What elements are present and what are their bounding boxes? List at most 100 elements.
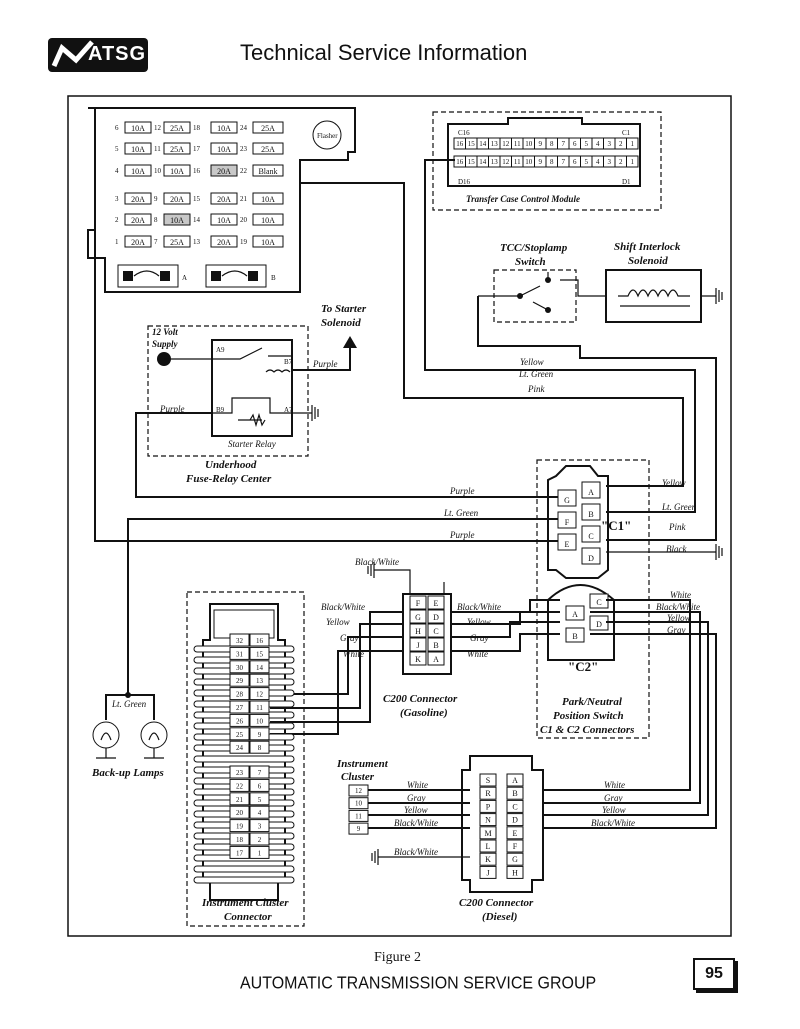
fuse-row-num: 2 <box>115 216 119 224</box>
ic-pin-29: 29 <box>236 677 244 685</box>
diesel-pin-C: C <box>512 802 517 811</box>
ic-pin-24-box <box>229 740 250 754</box>
gas-pin-K: K <box>415 655 421 664</box>
ic-pin-14-box <box>249 660 270 674</box>
fuse-num: 14 <box>193 216 201 224</box>
fuse-num: 21 <box>240 195 248 203</box>
diesel-pin-A: A <box>512 776 518 785</box>
c1-pin-E-box <box>557 533 577 551</box>
c1-label: "C1" <box>601 518 631 533</box>
fuse-rating: 10A <box>170 167 184 176</box>
fuse-cell <box>252 213 284 226</box>
tccm-pin: 9 <box>539 140 543 148</box>
tccm-d16: D16 <box>458 178 471 186</box>
tccm-pin: 7 <box>562 158 566 166</box>
fuse-cell <box>210 164 238 177</box>
diesel-pin-P-box <box>479 799 497 813</box>
ic-pin-18: 18 <box>236 836 244 844</box>
diesel-pin-A-box <box>506 773 524 787</box>
tccm-pin: 5 <box>585 140 589 148</box>
ic-pin-23-box <box>229 765 250 779</box>
tccm-pin: 13 <box>491 140 499 148</box>
page-title: Technical Service Information <box>240 40 528 65</box>
ic-pin-25-box <box>229 727 250 741</box>
wire-bw-gas-ground: Black/White <box>355 557 399 567</box>
wire-purple-c1: Purple <box>449 486 475 496</box>
ic-pin-8: 8 <box>258 744 262 752</box>
c1-ground-icon <box>606 544 723 560</box>
wire-bw-diesel-right: Black/White <box>591 818 635 828</box>
diesel-pin-B: B <box>512 789 517 798</box>
gas-pin-F-box <box>409 595 427 610</box>
ic-pin-2-box <box>249 832 270 846</box>
tccm-pin: 10 <box>525 140 533 148</box>
fuse-center-label-1: Underhood <box>205 459 257 471</box>
fuse-num: 16 <box>193 167 201 175</box>
ic-pin-27: 27 <box>236 704 244 712</box>
starter-relay-label: Starter Relay <box>228 439 276 449</box>
ic-pin-4-box <box>249 805 270 819</box>
wire-white-gas-right: White <box>467 649 488 659</box>
tccm-pin: 15 <box>468 158 476 166</box>
ic-pin-3-box <box>249 819 270 833</box>
gas-pin-H-box <box>409 623 427 638</box>
tccm-pin: 6 <box>573 158 577 166</box>
diagram-frame <box>67 95 732 937</box>
pin-b7: B7 <box>284 358 293 366</box>
fuse-cell <box>252 121 284 134</box>
tccm-connector <box>447 117 641 187</box>
starter-relay <box>211 339 293 437</box>
diesel-pin-N: N <box>485 816 491 825</box>
wire-bw-diesel-ground: Black/White <box>394 847 438 857</box>
fuse-cell <box>210 121 238 134</box>
ic-pin-32-box <box>229 633 250 647</box>
wire-white-ic: White <box>407 780 428 790</box>
ic-pin-19: 19 <box>236 823 244 831</box>
tccm-pin-box <box>626 137 639 150</box>
wire-purple-relay: Purple <box>159 404 185 414</box>
tccm-pin: 4 <box>596 140 600 148</box>
wire-purple-c1-2: Purple <box>449 530 475 540</box>
tccm-pin: 14 <box>479 140 487 148</box>
c1-pin-D: D <box>588 554 594 563</box>
c1-pin-G: G <box>564 496 570 505</box>
c1-pin-B-box <box>581 503 601 521</box>
diesel-pin-F: F <box>513 842 518 851</box>
fuse-cell <box>124 121 152 134</box>
tccm-pin: 14 <box>479 158 487 166</box>
wire-purple-starter: Purple <box>312 359 338 369</box>
wire-gray-gas-right: Gray <box>470 633 489 643</box>
c2-pin-B-box <box>565 627 585 643</box>
ic-pin-19-box <box>229 819 250 833</box>
relay-b-label: B <box>271 274 276 282</box>
diesel-pin-G-box <box>506 852 524 866</box>
fuse-num: 7 <box>154 238 158 246</box>
c1-pin-G-box <box>557 489 577 507</box>
fuse-rating: 20A <box>170 195 184 204</box>
gas-pin-A-box <box>427 651 445 666</box>
backup-lamp-left-icon <box>92 721 120 749</box>
tccm-pin: 3 <box>608 140 612 148</box>
gas-pin-A: A <box>433 655 439 664</box>
fuse-cell <box>124 142 152 155</box>
fuse-rating: 10A <box>131 145 145 154</box>
fuse-rating: Blank <box>258 167 277 176</box>
fuse-cell <box>163 142 191 155</box>
tccm-pin: 1 <box>631 158 635 166</box>
fuse-num: 8 <box>154 216 158 224</box>
supply-label-2: Supply <box>152 339 179 349</box>
ic-pin-8-box <box>249 740 270 754</box>
tccm-pin: 4 <box>596 158 600 166</box>
ic-pin-13: 13 <box>256 677 264 685</box>
ic-pin-24: 24 <box>236 744 244 752</box>
ic-pin-1: 1 <box>258 849 262 857</box>
diesel-pin-H-box <box>506 865 524 879</box>
fuse-block <box>87 107 356 293</box>
fuse-cell <box>163 121 191 134</box>
fuse-center-label-2: Fuse-Relay Center <box>185 473 272 485</box>
ic-pin-13-box <box>249 673 270 687</box>
interlock-ground-icon <box>701 288 723 304</box>
fuse-row-num: 5 <box>115 145 119 153</box>
